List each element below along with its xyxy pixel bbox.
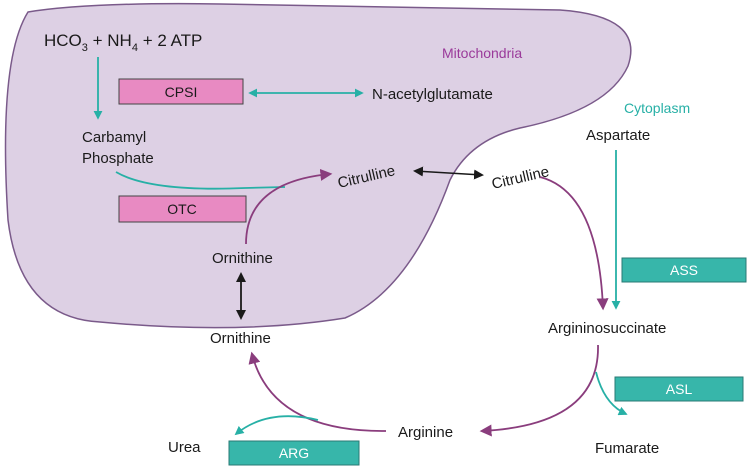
urea-label: Urea [168, 439, 201, 456]
cytoplasm-label: Cytoplasm [624, 100, 690, 116]
arg-box [228, 440, 360, 466]
reactants-label: HCO3 + NH4 + 2 ATP [44, 31, 202, 54]
arrow-citrulline-to-argininosuccinate [539, 176, 609, 311]
ass-label: ASS [670, 262, 698, 278]
arginine-label: Arginine [398, 424, 453, 441]
otc-label: OTC [167, 201, 197, 217]
arrow-arginine-to-ornithine [248, 351, 387, 432]
ass-box [621, 257, 747, 283]
asl-box [614, 376, 744, 402]
n-acetylglutamate-label: N-acetylglutamate [372, 86, 493, 103]
arrow-argininosuccinate-to-arginine [479, 344, 599, 437]
arrow-to-fumarate [595, 371, 628, 416]
cpsi-box [118, 78, 244, 105]
otc-box [118, 195, 247, 223]
asl-label: ASL [666, 381, 693, 397]
ornithine-cyto-label: Ornithine [210, 330, 271, 347]
arg-label: ARG [279, 445, 309, 461]
arrow-to-urea [234, 415, 319, 436]
cpsi-label: CPSI [165, 84, 198, 100]
aspartate-label: Aspartate [586, 127, 650, 144]
carbamyl-label: Carbamyl [82, 129, 146, 146]
mitochondria-label: Mitochondria [442, 45, 522, 61]
arrow-ornithine-to-citrulline [245, 168, 333, 245]
argininosuccinate-label: Argininosuccinate [548, 320, 666, 337]
fumarate-label: Fumarate [595, 440, 659, 457]
arrow-citrulline-transport [413, 166, 484, 180]
phosphate-label: Phosphate [82, 150, 154, 167]
ornithine-mito-label: Ornithine [212, 250, 273, 267]
carbamyl-to-citrulline-line [115, 171, 286, 190]
